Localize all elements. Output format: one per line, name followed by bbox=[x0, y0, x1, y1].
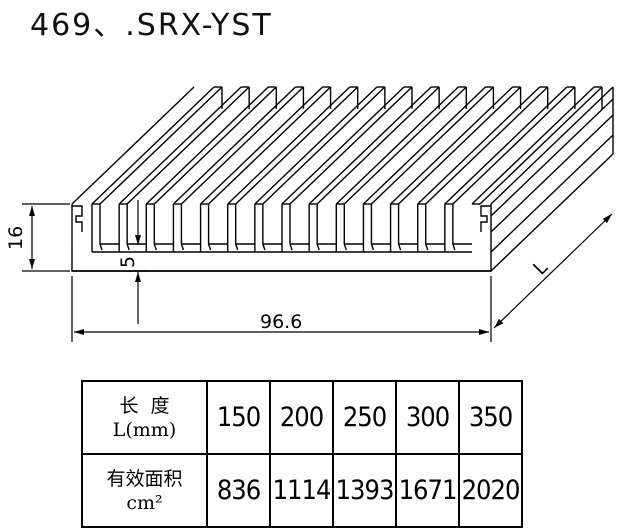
area-label: 有效面积 bbox=[106, 467, 183, 490]
drawing-title: 469、.SRX-YST bbox=[30, 8, 273, 43]
area-cell: 1671 bbox=[395, 453, 460, 528]
length-cell: 150 bbox=[206, 380, 271, 455]
fin-gap-dimension: 5 bbox=[117, 256, 139, 268]
heatsink-drawing: 16 5 96.6 L bbox=[5, 86, 614, 342]
length-cell: 250 bbox=[332, 380, 397, 455]
length-unit: L(mm) bbox=[112, 418, 177, 441]
heatsink-isometric bbox=[71, 86, 614, 272]
length-header: 长 度 L(mm) bbox=[81, 380, 208, 455]
length-cell: 200 bbox=[269, 380, 334, 455]
length-cell: 300 bbox=[395, 380, 460, 455]
width-dimension: 96.6 bbox=[260, 311, 302, 333]
area-header: 有效面积 cm² bbox=[81, 453, 208, 528]
area-cell: 836 bbox=[206, 453, 271, 528]
area-cell: 2020 bbox=[458, 453, 523, 528]
area-row: 有效面积 cm² 836 1114 1393 1671 2020 bbox=[81, 453, 523, 528]
length-row: 长 度 L(mm) 150 200 250 300 350 bbox=[81, 380, 523, 455]
length-label: 长 度 bbox=[119, 394, 170, 417]
area-cell: 1114 bbox=[269, 453, 334, 528]
spec-table: 长 度 L(mm) 150 200 250 300 350 有效面积 cm² 8… bbox=[81, 380, 523, 528]
dimension-lines bbox=[22, 200, 613, 342]
length-cell: 350 bbox=[458, 380, 523, 455]
area-cell: 1393 bbox=[332, 453, 397, 528]
height-dimension: 16 bbox=[5, 226, 27, 250]
length-dimension: L bbox=[529, 256, 552, 279]
area-unit: cm² bbox=[126, 491, 163, 514]
